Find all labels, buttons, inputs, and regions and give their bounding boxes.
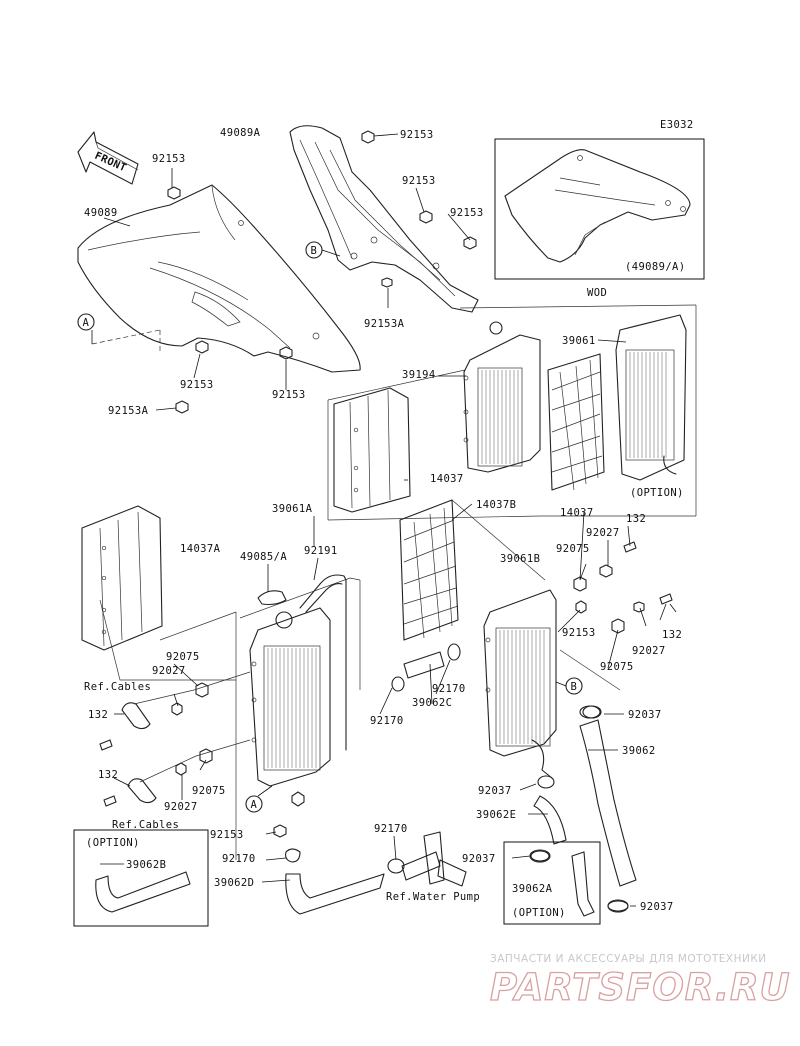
label-92037: 92037 [478, 785, 512, 797]
callout-b-2: B [555, 677, 583, 695]
label-92153: 92153 [450, 207, 484, 219]
watermark: ЗАПЧАСТИ И АКСЕССУАРЫ ДЛЯ МОТОТЕХНИКИ PA… [489, 953, 791, 1010]
label-92075: 92075 [192, 785, 226, 797]
label-92027: 92027 [632, 645, 666, 657]
left-fasteners [99, 671, 301, 863]
hose-39062C [391, 643, 461, 692]
option-box-39062A-part: 39062A [512, 883, 553, 895]
label-14037B: 14037B [476, 499, 516, 511]
svg-text:B: B [571, 681, 578, 693]
label-92153: 92153 [210, 829, 244, 841]
ref-cables-upper: Ref.Cables [84, 681, 151, 693]
shroud-wod-drawing [504, 149, 691, 263]
label-14037: 14037 [560, 507, 594, 519]
label-39062: 39062 [622, 745, 656, 757]
hose-39062 [579, 705, 637, 913]
label-132: 132 [626, 513, 646, 525]
label-92027: 92027 [586, 527, 620, 539]
label-92153: 92153 [402, 175, 436, 187]
option-box-39062A-title: (OPTION) [512, 907, 566, 919]
label-39062D: 39062D [214, 877, 254, 889]
shroud-bolts [167, 130, 477, 414]
label-92075: 92075 [600, 661, 634, 673]
svg-text:A: A [83, 317, 90, 329]
label-39061: 39061 [562, 335, 596, 347]
front-arrow: FRONT [77, 131, 139, 185]
radiator-shroud-left [77, 184, 361, 373]
watermark-brand: PARTSFOR.RU [490, 966, 791, 1009]
upper-right-group: (OPTION) [327, 304, 697, 521]
grille-14037A [81, 505, 163, 651]
radiator-39061B [483, 589, 621, 779]
label-39061A: 39061A [272, 503, 313, 515]
label-132: 132 [98, 769, 118, 781]
label-92170: 92170 [374, 823, 408, 835]
callout-a-1: A [77, 313, 95, 344]
water-pump-fitting [401, 831, 467, 887]
label-92027: 92027 [164, 801, 198, 813]
label-92170: 92170 [222, 853, 256, 865]
shroud-brace-center [289, 125, 479, 313]
radiator-39194 [463, 334, 541, 473]
label-49089: 49089 [84, 207, 118, 219]
option-box-39062A: 39062A (OPTION) [503, 841, 601, 925]
label-49085-a: 49085/A [240, 551, 287, 563]
label-132: 132 [662, 629, 682, 641]
label-39062E: 39062E [476, 809, 516, 821]
label-92191: 92191 [304, 545, 338, 557]
wod-caption: WOD [587, 287, 607, 299]
label-92075: 92075 [556, 543, 590, 555]
label-39062C: 39062C [412, 697, 452, 709]
label-92153: 92153 [400, 129, 434, 141]
label-92037: 92037 [462, 853, 496, 865]
label-49089A: 49089A [220, 127, 261, 139]
label-92153: 92153 [272, 389, 306, 401]
callout-a-2: A [245, 785, 273, 813]
label-14037: 14037 [430, 473, 464, 485]
label-39061B: 39061B [500, 553, 540, 565]
svg-text:B: B [311, 245, 318, 257]
watermark-tagline: ЗАПЧАСТИ И АКСЕССУАРЫ ДЛЯ МОТОТЕХНИКИ [490, 953, 767, 965]
svg-text:A: A [251, 799, 258, 811]
hose-39062E [529, 775, 567, 863]
part-labels: 49089A 92153 92153 92153 92153 49089 921… [84, 127, 682, 913]
grille-14037-center [547, 353, 605, 491]
option-label-upper: (OPTION) [630, 487, 684, 499]
label-92153A: 92153A [364, 318, 405, 330]
option-box-39062B: (OPTION) 39062B [73, 829, 209, 927]
label-92170: 92170 [432, 683, 466, 695]
leader-lines [103, 133, 677, 907]
label-92037: 92037 [628, 709, 662, 721]
callout-b-1: B [305, 241, 341, 259]
label-92027: 92027 [152, 665, 186, 677]
wod-variant-box: (49089/A) WOD [494, 138, 705, 299]
diagram-code: E3032 [660, 119, 694, 131]
label-39194: 39194 [402, 369, 436, 381]
option-box-39062B-title: (OPTION) [86, 837, 140, 849]
right-fasteners [573, 541, 673, 634]
option-box-39062B-part: 39062B [126, 859, 166, 871]
ref-cables-lower: Ref.Cables [112, 819, 179, 831]
grille-14037-left [333, 387, 411, 513]
label-92037: 92037 [640, 901, 674, 913]
grille-14037B [399, 499, 546, 641]
label-92153: 92153 [152, 153, 186, 165]
label-92153: 92153 [180, 379, 214, 391]
wod-part-label: (49089/A) [625, 261, 686, 273]
ref-water-pump: Ref.Water Pump [386, 891, 480, 903]
label-132: 132 [88, 709, 108, 721]
radiator-39061-option [615, 314, 687, 481]
radiator-39061A [249, 574, 347, 807]
front-arrow-label: FRONT [93, 150, 129, 175]
label-92170: 92170 [370, 715, 404, 727]
label-14037A: 14037A [180, 543, 221, 555]
hose-39062D [285, 858, 405, 915]
label-92075: 92075 [166, 651, 200, 663]
label-92153A: 92153A [108, 405, 149, 417]
clamps-92037 [530, 705, 629, 912]
label-92153: 92153 [562, 627, 596, 639]
